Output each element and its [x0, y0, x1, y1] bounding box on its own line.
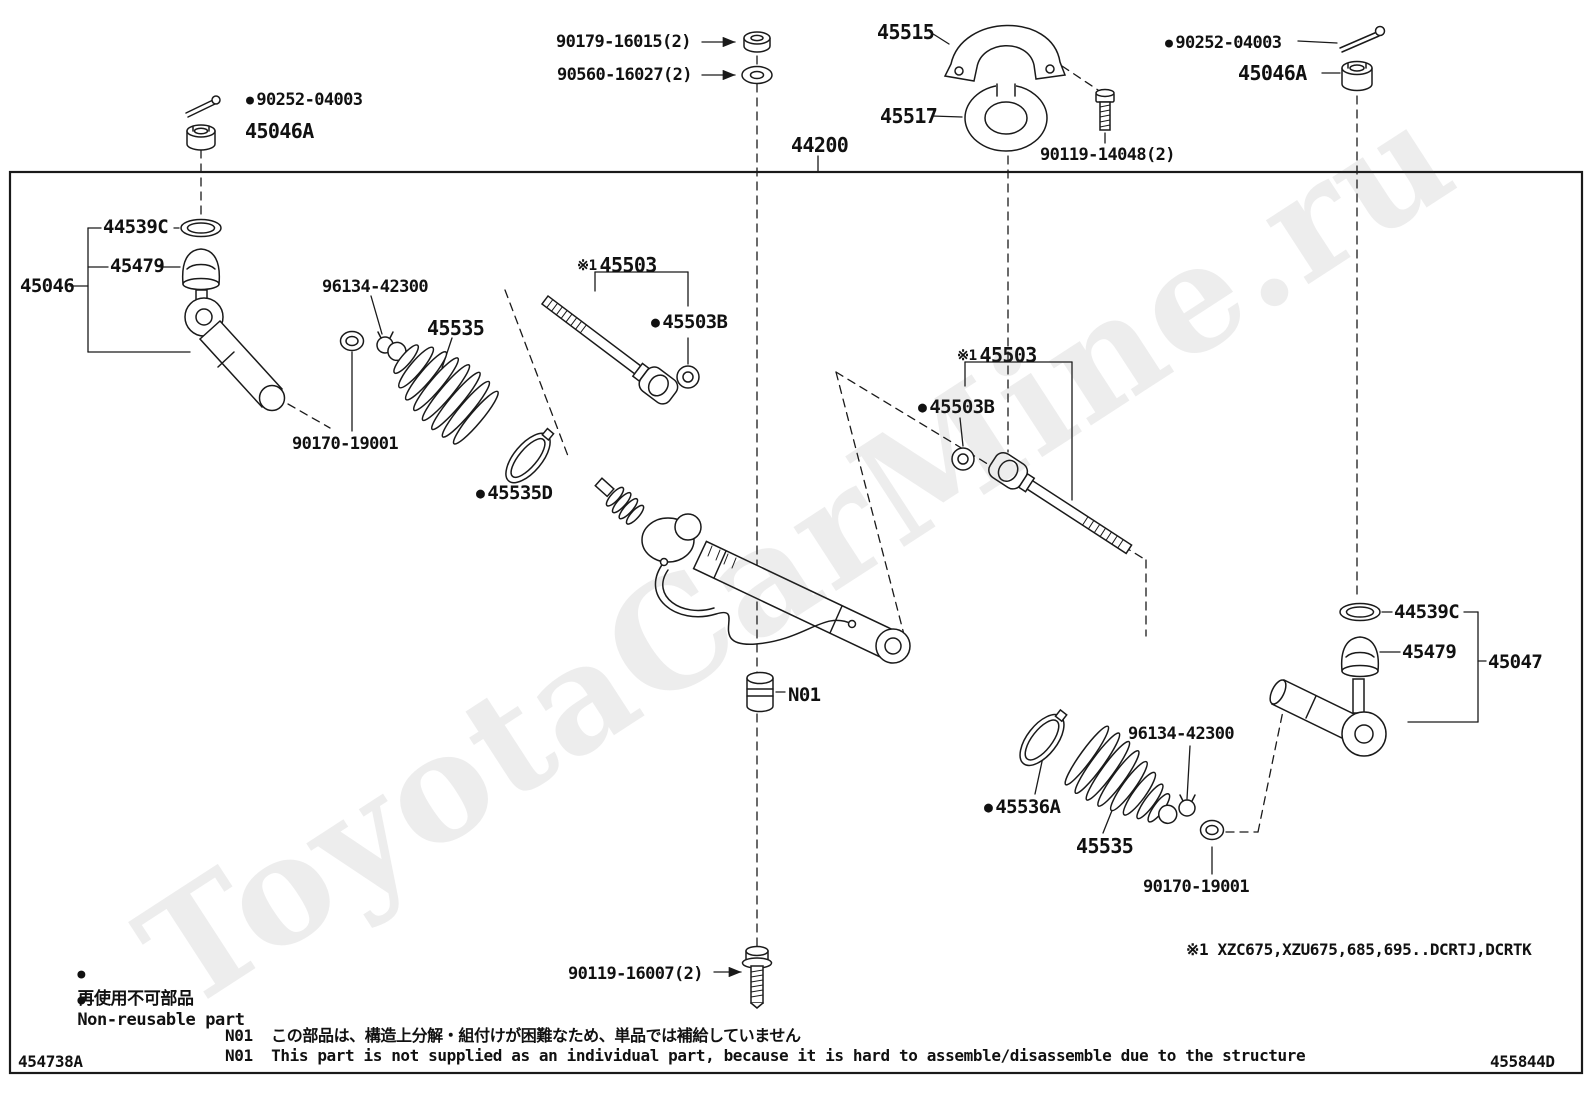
clamp-45536A-drawing — [1019, 708, 1068, 767]
boot-45479-left-drawing — [181, 248, 221, 291]
tie-rod-end-left-drawing — [184, 289, 286, 412]
grommet-45517-drawing — [964, 83, 1048, 152]
clamp-45535D-drawing — [505, 427, 555, 484]
doc-number-right: 455844D — [1490, 1052, 1555, 1071]
nonreusable-bullet-icon: ● — [77, 993, 85, 1008]
bolt-90119-14048-drawing — [1095, 88, 1115, 131]
cotter-pin-left-drawing — [185, 95, 221, 118]
note-n01-jp: N01 この部品は、構造上分解・組付けが困難なため、単品では補給していません — [225, 1026, 801, 1045]
nut-45046A-left-drawing — [186, 124, 216, 151]
doc-number-left: 454738A — [18, 1052, 83, 1071]
nonreusable-bullet-icon: ● — [77, 967, 85, 982]
washer-45503B-left-drawing — [676, 365, 700, 389]
bolt-90119-16007-drawing — [741, 945, 773, 1009]
nut-90179-drawing — [743, 31, 771, 53]
tie-rod-end-right-drawing — [1269, 678, 1387, 757]
clamp-90170-left-drawing — [339, 330, 365, 352]
bracket-45515-drawing — [943, 24, 1067, 82]
cotter-pin-right-drawing — [1339, 25, 1386, 53]
applicability-footnote: ※1 XZC675,XZU675,685,695..DCRTJ,DCRTK — [1186, 940, 1532, 959]
legend-nonreusable-jp: ● 再使用不可部品 — [38, 944, 194, 1029]
washer-45503B-right-drawing — [951, 447, 975, 471]
ring-44539C-right-drawing — [1339, 602, 1381, 622]
boot-45479-right-drawing — [1340, 636, 1380, 678]
boot-45535-right-drawing — [1064, 725, 1178, 825]
clamp-90170-right-drawing — [1199, 819, 1225, 841]
leader-lines — [69, 31, 1487, 978]
washer-90560-drawing — [741, 65, 773, 85]
note-n01-en: N01 This part is not supplied as an indi… — [225, 1046, 1306, 1065]
inner-tie-rod-right-drawing — [988, 451, 1133, 555]
nut-45046A-right-drawing — [1341, 60, 1373, 92]
ring-44539C-left-drawing — [180, 218, 222, 238]
grommet-N01-drawing — [746, 671, 774, 713]
legend-jp-text: 再使用不可部品 — [77, 989, 194, 1009]
legend-nonreusable-en: ● Non-reusable part — [38, 970, 245, 1050]
steering-rack-assembly-drawing — [594, 477, 911, 664]
clip-96134-right-drawing — [1178, 794, 1196, 817]
legend-en-text: Non-reusable part — [77, 1010, 245, 1030]
diagram-frame — [8, 170, 1584, 1075]
inner-tie-rod-left-drawing — [540, 294, 679, 405]
boot-45535-left-drawing — [387, 341, 499, 445]
